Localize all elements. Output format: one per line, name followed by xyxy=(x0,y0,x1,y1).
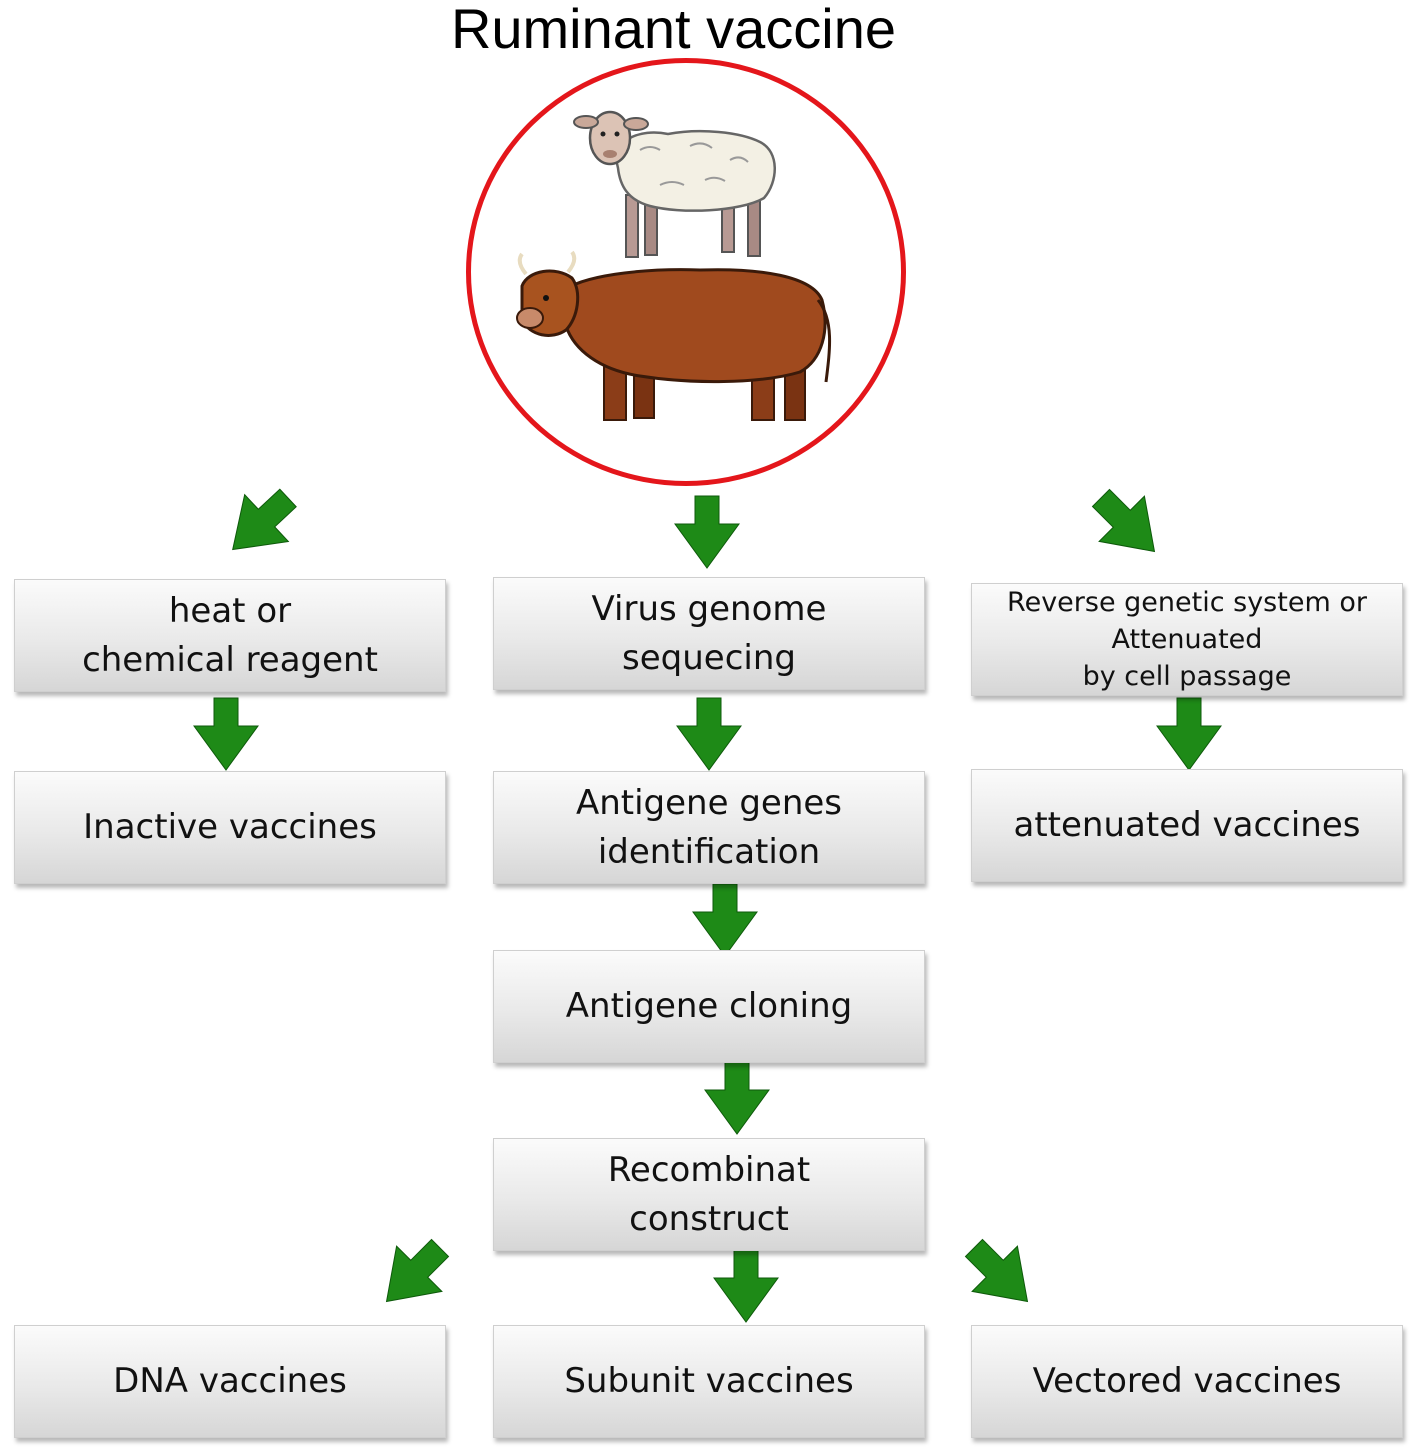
sheep-icon xyxy=(573,110,776,258)
box-virus-genome: Virus genome sequecing xyxy=(493,577,925,690)
box-attenuated-vaccines: attenuated vaccines xyxy=(971,769,1403,882)
arrow-reverse-to-attenuated xyxy=(1156,697,1222,771)
arrow-recombinat-to-subunit xyxy=(713,1249,779,1323)
box-heat-chemical: heat or chemical reagent xyxy=(14,579,446,692)
arrow-antigene-to-cloning xyxy=(692,883,758,957)
arrow-circle-to-virus xyxy=(674,495,740,569)
box-dna-vaccines: DNA vaccines xyxy=(14,1325,446,1438)
cow-icon xyxy=(516,250,832,421)
arrow-virus-to-antigene xyxy=(676,697,742,771)
arrow-cloning-to-recombinat xyxy=(704,1061,770,1135)
box-antigene-genes: Antigene genes identification xyxy=(493,771,925,884)
arrow-recombinat-to-dna xyxy=(363,1224,464,1325)
box-antigene-cloning: Antigene cloning xyxy=(493,950,925,1063)
arrow-circle-to-reverse xyxy=(1077,474,1178,575)
box-vectored-vaccines: Vectored vaccines xyxy=(971,1325,1403,1438)
arrow-recombinat-to-vectored xyxy=(950,1224,1051,1325)
arrow-circle-to-heat xyxy=(210,474,311,574)
ruminant-illustration xyxy=(516,110,832,421)
box-inactive-vaccines: Inactive vaccines xyxy=(14,771,446,884)
box-reverse-genetic: Reverse genetic system or Attenuated by … xyxy=(971,583,1403,696)
box-recombinat-construct: Recombinat construct xyxy=(493,1138,925,1251)
box-subunit-vaccines: Subunit vaccines xyxy=(493,1325,925,1438)
arrow-heat-to-inactive xyxy=(193,697,259,771)
diagram-title: Ruminant vaccine xyxy=(450,0,897,60)
